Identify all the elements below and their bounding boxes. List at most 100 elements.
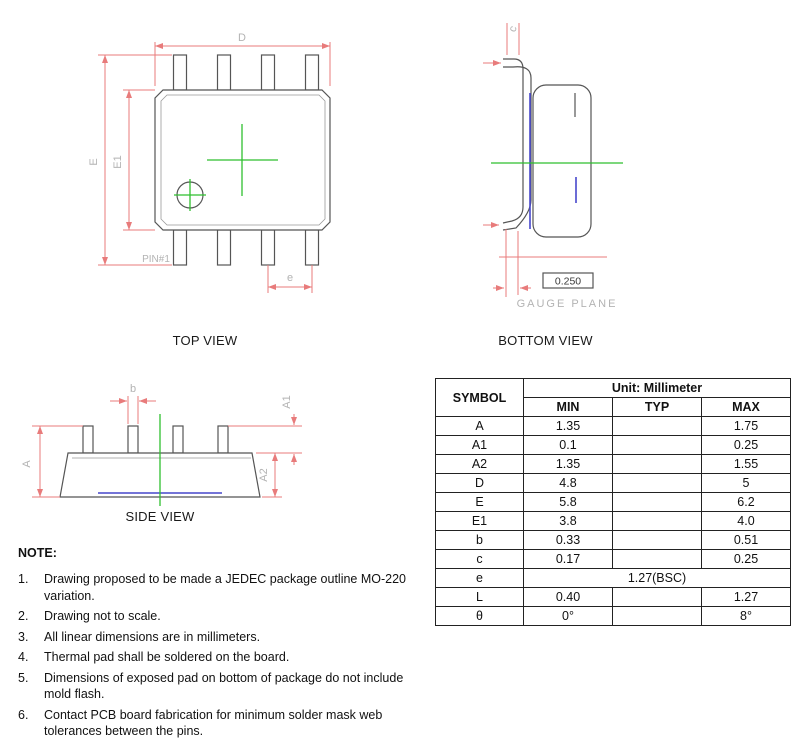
unit-header: Unit: Millimeter: [523, 378, 791, 398]
top-view-body-inner: [160, 94, 326, 226]
dim-A: [32, 425, 83, 498]
symbol-header: SYMBOL: [435, 378, 524, 417]
dim-E1: [123, 89, 155, 231]
table-row: A1 0.1 0.25: [435, 435, 791, 455]
note-number: 6.: [18, 707, 29, 722]
table-cell: θ: [435, 606, 524, 626]
note-number: 2.: [18, 609, 29, 623]
table-row: D 4.8 5: [435, 473, 791, 493]
dim-D: [154, 42, 331, 86]
table-cell: 1.55: [701, 454, 791, 474]
table-header-row: SYMBOL Unit: Millimeter: [435, 378, 791, 417]
table-cell: [612, 435, 702, 455]
table-cell: 0.51: [701, 530, 791, 550]
table-cell: L: [435, 587, 524, 607]
dim-label-b: b: [130, 383, 136, 395]
note-number: 3.: [18, 629, 29, 644]
dim-label-A1: A1: [281, 395, 293, 408]
table-cell: 8°: [701, 606, 791, 626]
table-cell: [612, 454, 702, 474]
side-view-title: SIDE VIEW: [125, 509, 195, 524]
note-item: 5. Dimensions of exposed pad on bottom o…: [18, 670, 420, 703]
col-header-typ: TYP: [612, 397, 702, 417]
notes-title: NOTE:: [18, 546, 57, 560]
table-cell: 0.25: [701, 549, 791, 569]
table-cell: 1.35: [523, 454, 613, 474]
dim-A1: [228, 414, 302, 465]
table-cell: E1: [435, 511, 524, 531]
dimension-table: SYMBOL Unit: Millimeter MIN TYP MAX A 1.…: [435, 378, 791, 626]
col-header-max: MAX: [701, 397, 791, 417]
table-cell: 0.33: [523, 530, 613, 550]
table-row: A2 1.35 1.55: [435, 454, 791, 474]
gauge-value-box: [542, 272, 594, 289]
note-item: 6. Contact PCB board fabrication for min…: [18, 707, 420, 740]
notes-section: NOTE: 1. Drawing proposed to be made a J…: [18, 546, 420, 744]
table-cell: e: [435, 568, 524, 588]
table-cell: [612, 549, 702, 569]
dim-e: [267, 265, 313, 293]
table-cell: 3.8: [523, 511, 613, 531]
col-header-min: MIN: [523, 397, 613, 417]
pin1-label: PIN#1: [142, 254, 170, 265]
table-row: L 0.40 1.27: [435, 587, 791, 607]
table-cell: D: [435, 473, 524, 493]
note-text: Drawing not to scale.: [44, 609, 161, 623]
table-cell: 5.8: [523, 492, 613, 512]
table-row: θ 0° 8°: [435, 606, 791, 626]
dim-label-c: c: [507, 24, 520, 34]
note-item: 3. All linear dimensions are in millimet…: [18, 629, 420, 646]
table-cell: 6.2: [701, 492, 791, 512]
table-cell: [612, 511, 702, 531]
table-cell: c: [435, 549, 524, 569]
table-row: c 0.17 0.25: [435, 549, 791, 569]
table-cell: 0.1: [523, 435, 613, 455]
top-view-pins-top: [172, 54, 320, 91]
table-cell: [612, 473, 702, 493]
table-cell: 0.17: [523, 549, 613, 569]
note-text: Dimensions of exposed pad on bottom of p…: [44, 670, 404, 702]
top-view-title: TOP VIEW: [172, 333, 238, 348]
dim-A2: [262, 453, 282, 498]
lead-profile: [502, 58, 532, 231]
table-cell: 4.0: [701, 511, 791, 531]
note-text: All linear dimensions are in millimeters…: [44, 629, 261, 644]
note-text: Drawing proposed to be made a JEDEC pack…: [44, 572, 407, 603]
note-text: Contact PCB board fabrication for minimu…: [44, 707, 383, 739]
table-cell: A: [435, 416, 524, 436]
center-cross: [207, 124, 278, 196]
dim-label-A2: A2: [258, 468, 270, 481]
note-item: 2. Drawing not to scale.: [18, 608, 420, 625]
side-view-drawing: b A1 A A2: [21, 383, 302, 506]
table-cell: 5: [701, 473, 791, 493]
table-cell: 1.27: [701, 587, 791, 607]
lead-edge-lines: [529, 93, 577, 229]
pin1-marker: [174, 179, 206, 211]
bottom-view-title: BOTTOM VIEW: [498, 333, 593, 348]
side-view-pins: [82, 425, 229, 454]
table-cell: E: [435, 492, 524, 512]
note-item: 1. Drawing proposed to be made a JEDEC p…: [18, 571, 420, 604]
table-row: E1 3.8 4.0: [435, 511, 791, 531]
dim-label-E1: E1: [112, 155, 124, 168]
bottom-view-drawing: c 0.250 GAUGE PLANE: [483, 23, 623, 310]
top-view-drawing: D E E1 e PIN#1: [88, 32, 331, 293]
table-row: b 0.33 0.51: [435, 530, 791, 550]
table-cell: [612, 530, 702, 550]
dim-label-e: e: [287, 272, 293, 284]
note-number: 5.: [18, 670, 29, 685]
table-cell: 0°: [523, 606, 613, 626]
gauge-plane-label: GAUGE PLANE: [517, 298, 618, 310]
gauge-plane-lines: [483, 222, 607, 297]
gauge-value: 0.250: [555, 276, 581, 288]
note-number: 1.: [18, 572, 29, 586]
table-cell: [612, 587, 702, 607]
dim-label-D: D: [238, 32, 246, 44]
dim-E: [98, 54, 172, 266]
dim-label-A: A: [21, 460, 33, 468]
dim-b: [110, 396, 156, 424]
table-cell: 0.25: [701, 435, 791, 455]
table-cell: A1: [435, 435, 524, 455]
top-view-pins-bottom: [172, 229, 320, 266]
dim-c: [483, 23, 520, 66]
